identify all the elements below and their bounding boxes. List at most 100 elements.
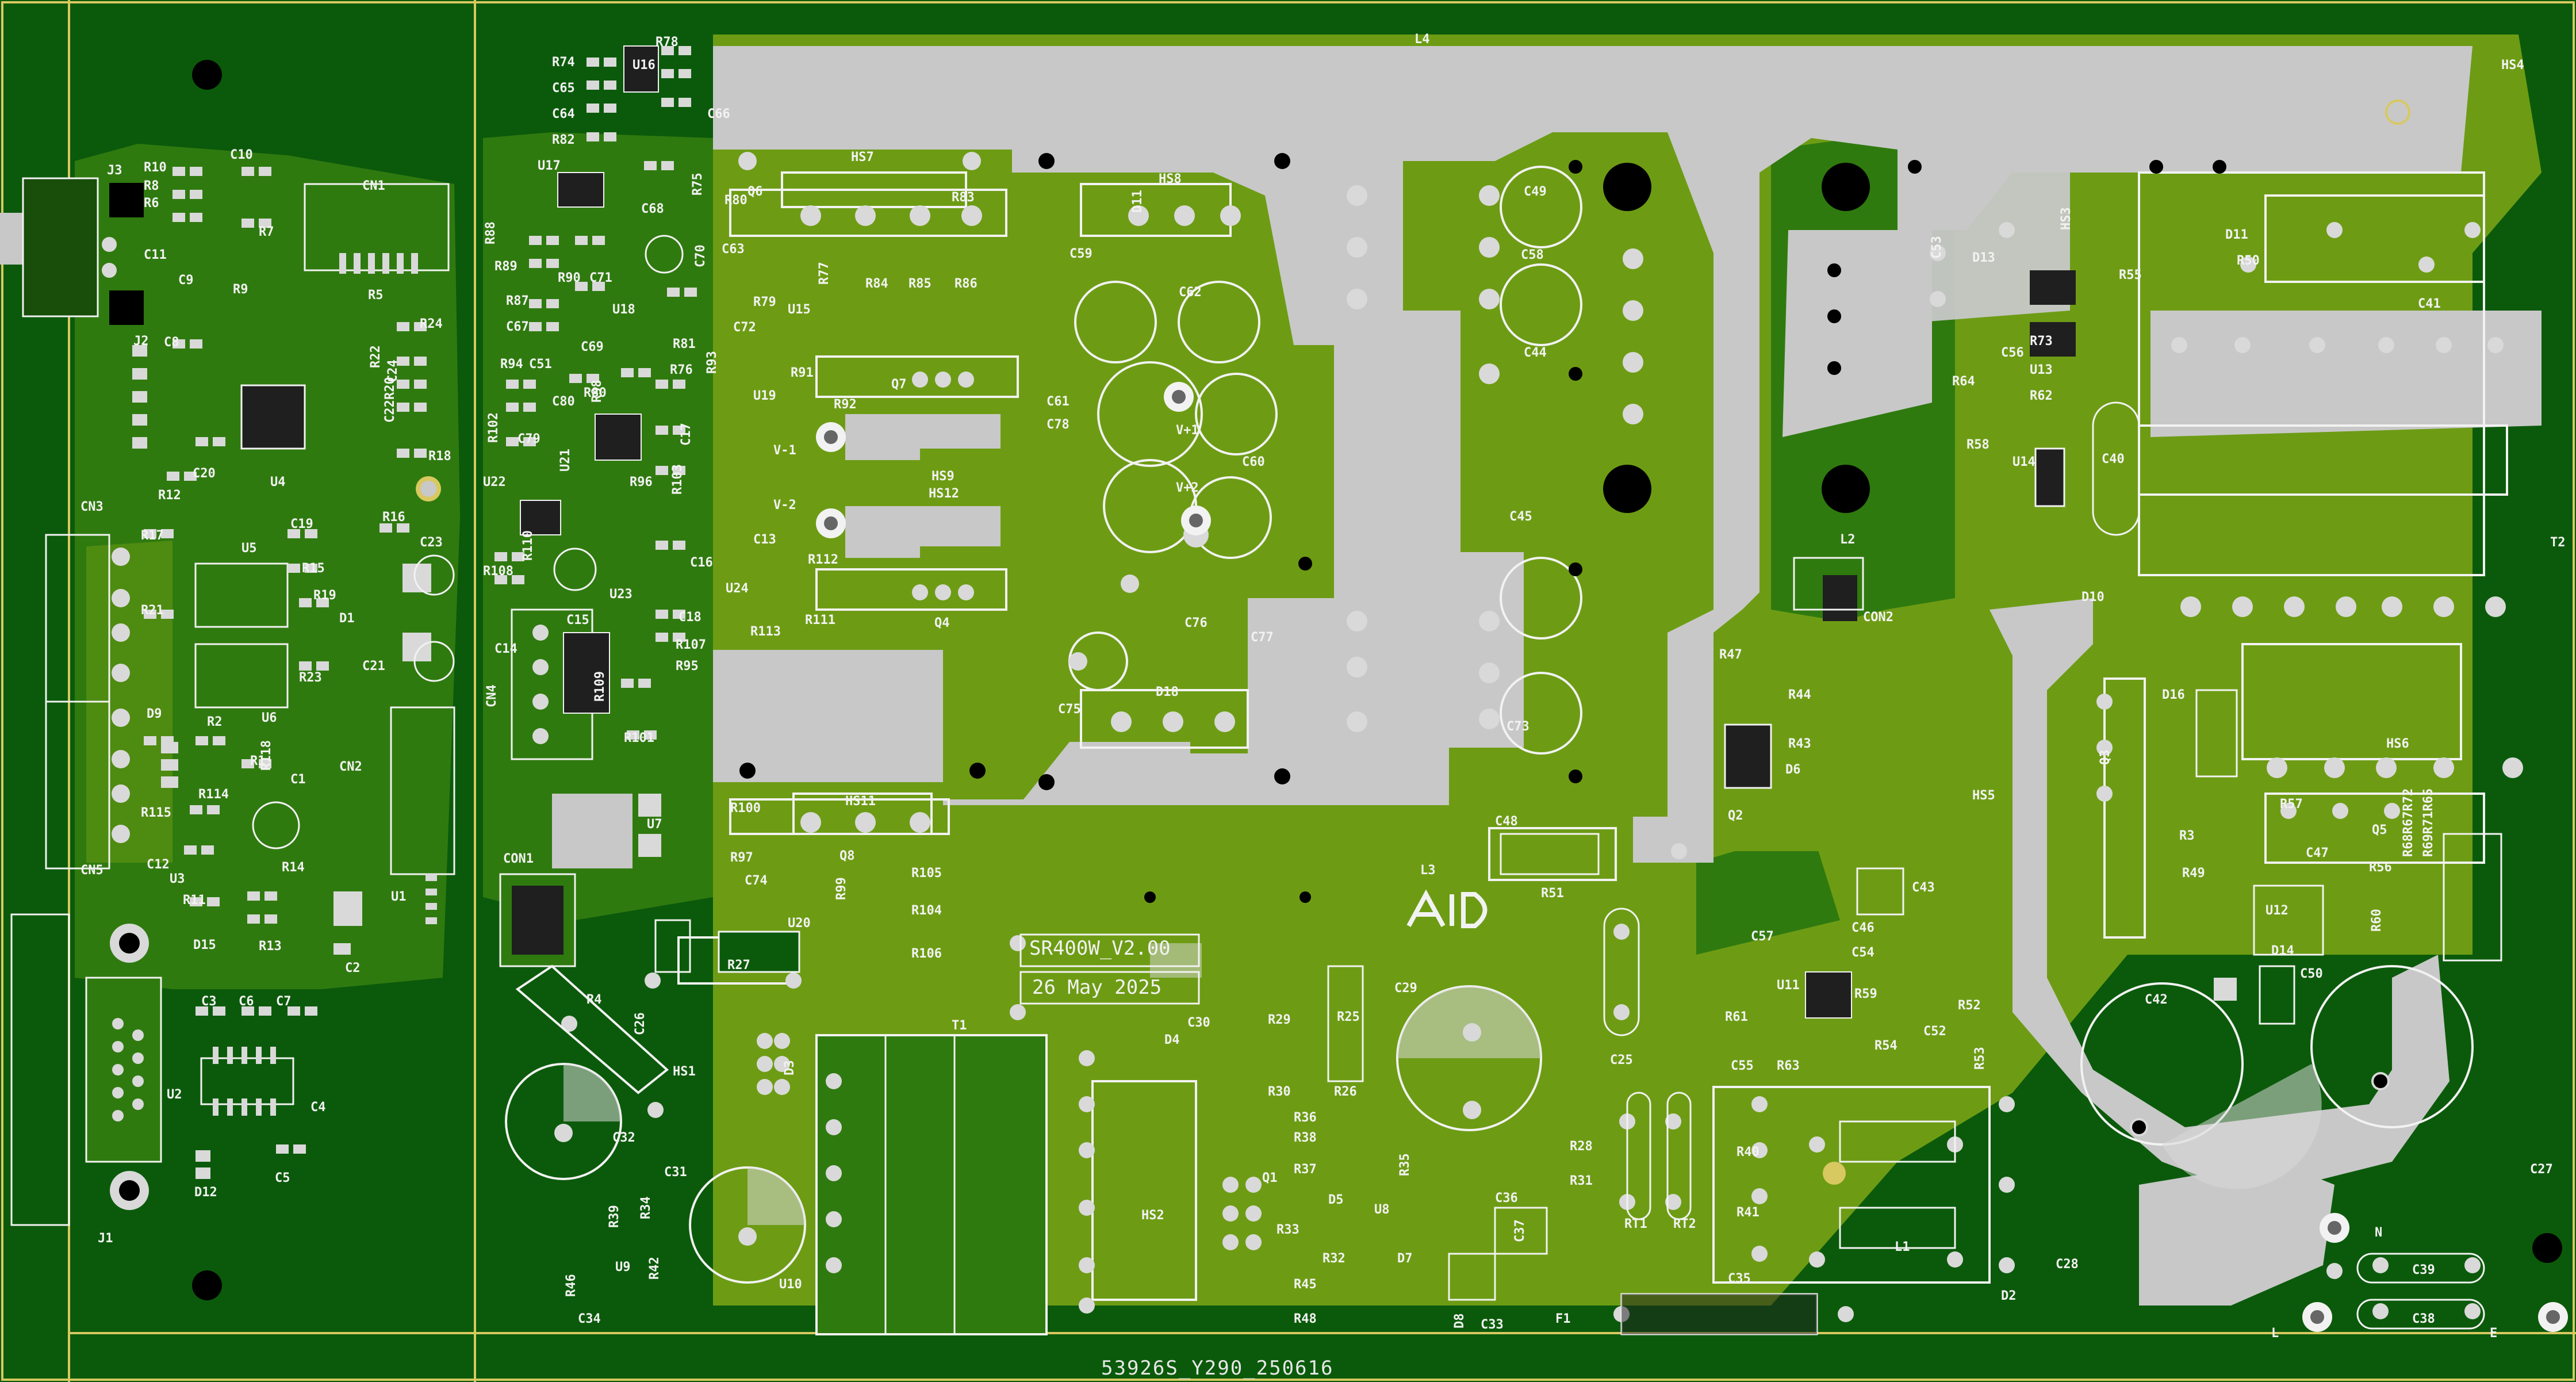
label-c71: C71 [589,271,612,285]
label-c1: C1 [290,772,306,787]
label-r64: R64 [1952,374,1975,389]
label-d4: D4 [1164,1033,1180,1047]
label-d3: D3 [783,1061,797,1076]
label-cn2: CN2 [339,760,362,774]
label-f1: F1 [1555,1312,1571,1326]
version-block [1019,933,1200,1005]
label-c70: C70 [693,244,708,267]
label-j3: J3 [107,163,122,178]
label-c11: C11 [144,248,167,262]
label-c68: C68 [641,202,664,216]
label-u15: U15 [788,303,811,317]
label-r95: R95 [676,659,699,673]
label-hs2: HS2 [1141,1208,1164,1223]
label-c32: C32 [612,1131,635,1145]
label-d11: D11 [1130,190,1145,213]
label-r48: R48 [1294,1312,1317,1326]
label-r17: R17 [141,529,164,543]
label-r28: R28 [1570,1139,1593,1154]
label-r83: R83 [952,190,975,205]
label-con2: CON2 [1863,610,1893,625]
label-c30: C30 [1187,1016,1210,1030]
label-u19: U19 [753,389,776,403]
label-r52: R52 [1958,998,1981,1013]
label-r76: R76 [670,363,693,377]
label-r84: R84 [865,277,888,291]
label-c23: C23 [420,535,443,550]
label-r15: R15 [302,561,325,576]
label-c78: C78 [1046,418,1070,432]
label-r4: R4 [586,993,602,1007]
label-r109: R109 [593,671,607,702]
label-d1: D1 [339,611,355,626]
label-c44: C44 [1524,346,1547,360]
label-r10: R10 [144,160,167,175]
label-c55: C55 [1731,1059,1754,1073]
label-d2: D2 [2001,1289,2017,1303]
label-c73: C73 [1506,719,1529,734]
label-u10: U10 [779,1277,802,1292]
label-c12: C12 [147,857,170,872]
label-q3: Q3 [2098,750,2113,765]
label-c22: C22 [383,400,397,423]
label-d14: D14 [2271,944,2294,958]
label-rt1: RT1 [1624,1217,1647,1231]
label-r99: R99 [834,877,849,900]
label-d11b: D11 [2225,228,2248,242]
label-r42: R42 [647,1257,662,1280]
label-c36: C36 [1495,1191,1518,1205]
label-c25: C25 [1610,1053,1633,1067]
label-r62: R62 [2030,389,2053,403]
label-r31: R31 [1570,1174,1593,1188]
label-r8: R8 [144,179,159,193]
label-r16: R16 [382,510,405,525]
label-hs8: HS8 [1159,172,1182,186]
label-r20: R20 [383,377,397,400]
transformer-t1 [815,1034,1095,1335]
label-c45: C45 [1509,510,1532,524]
label-r59: R59 [1854,987,1877,1001]
label-c65: C65 [552,81,575,95]
label-r92: R92 [834,397,857,412]
label-l1: L1 [1895,1240,1910,1254]
label-d6: D6 [1785,763,1801,777]
label-r34: R34 [639,1196,653,1219]
label-r78: R78 [656,35,678,49]
label-r89: R89 [494,259,518,274]
control-section [413,45,713,967]
label-r22: R22 [369,345,383,368]
label-c2: C2 [345,961,361,975]
label-r75: R75 [691,173,705,196]
label-l3: L3 [1420,863,1436,878]
label-r91: R91 [791,366,814,380]
label-c7: C7 [276,994,292,1009]
label-hs4: HS4 [2501,58,2524,72]
label-u21: U21 [558,449,573,472]
mounting-holes [1603,163,2562,1263]
cap-hatch-fills [564,986,2322,1225]
label-c80: C80 [552,395,575,409]
label-c16: C16 [690,556,713,570]
label-r96: R96 [630,475,653,489]
label-r57: R57 [2280,797,2303,811]
label-c34: C34 [578,1312,601,1326]
label-l2: L2 [1840,533,1856,547]
fiducial-2 [1823,1162,1846,1185]
label-r100: R100 [730,801,761,816]
label-c19: C19 [290,517,313,531]
label-r29: R29 [1268,1013,1291,1027]
label-c15: C15 [566,613,589,627]
label-r88: R88 [484,221,498,244]
label-u16: U16 [632,58,656,72]
label-r107: R107 [676,638,706,652]
right-section-details [515,270,2502,1335]
label-c64: C64 [552,107,575,121]
label-c20: C20 [193,466,216,481]
label-hs9: HS9 [931,469,954,484]
label-d7: D7 [1397,1251,1413,1266]
label-c60: C60 [1242,455,1265,469]
label-c67: C67 [506,320,529,334]
label-r81: R81 [673,337,696,351]
label-r35: R35 [1398,1153,1412,1176]
